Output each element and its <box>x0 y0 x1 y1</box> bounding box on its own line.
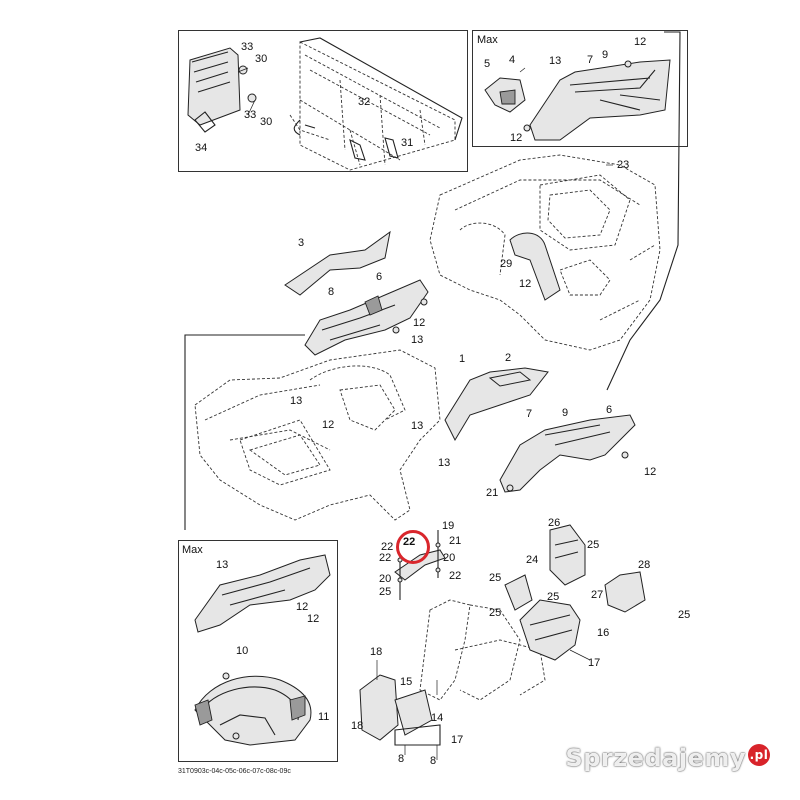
callout-13[interactable]: 7 <box>526 408 533 420</box>
bumper-bracket-18 <box>359 674 441 746</box>
storage-bin-34 <box>187 47 241 133</box>
callout-32[interactable]: 32 <box>358 96 371 108</box>
callout-21[interactable]: 22 <box>381 541 394 553</box>
callout-15[interactable]: 18 <box>351 720 364 732</box>
callout-25[interactable]: 26 <box>548 517 561 529</box>
callout-26[interactable]: 25 <box>587 539 600 551</box>
callout-18[interactable]: 14 <box>431 712 444 724</box>
callout-13[interactable]: 13 <box>549 55 562 67</box>
bracket-24 <box>604 571 646 613</box>
callout-22[interactable]: 21 <box>449 535 462 547</box>
highlight-circle <box>396 530 430 564</box>
callout-2[interactable]: 2 <box>505 352 512 364</box>
callout-13[interactable]: 12 <box>296 601 309 613</box>
detail-box-max-bottom <box>178 540 338 762</box>
bracket-19 <box>394 530 446 600</box>
callout-20[interactable]: 25 <box>379 586 392 598</box>
tray-10 <box>194 675 312 746</box>
front-fender <box>194 349 441 521</box>
callout-10[interactable]: 11 <box>318 711 330 723</box>
callout-23[interactable]: 23 <box>617 159 630 171</box>
callout-30[interactable]: 30 <box>255 53 268 65</box>
callout-25[interactable]: 25 <box>489 607 502 619</box>
panel-8 <box>304 279 429 356</box>
rear-fender <box>429 154 661 351</box>
watermark: Sprzedajemy.pl <box>565 744 770 772</box>
callout-20[interactable]: 22 <box>449 570 462 582</box>
callout-17[interactable]: 8 <box>430 755 437 767</box>
callout-12[interactable]: 12 <box>322 419 335 431</box>
callout-31[interactable]: 31 <box>401 137 414 149</box>
callout-5[interactable]: 5 <box>484 58 491 70</box>
callout-9[interactable]: 6 <box>606 404 613 416</box>
washer-33b-shape <box>247 93 257 103</box>
bracket-28 <box>504 574 533 611</box>
callout-8[interactable]: 13 <box>216 559 229 571</box>
callout-18[interactable]: 15 <box>400 676 413 688</box>
callout-12[interactable]: 10 <box>236 645 249 657</box>
max-side-panel-7 <box>529 59 671 141</box>
panel-2 <box>488 371 532 387</box>
max-leader-line <box>606 31 681 391</box>
callout-16[interactable]: 17 <box>588 657 601 669</box>
watermark-text: Sprzedajemy <box>565 744 746 772</box>
callout-13[interactable]: 13 <box>411 334 424 346</box>
callout-22[interactable]: 22 <box>379 552 392 564</box>
callout-13[interactable]: 13 <box>411 420 424 432</box>
panel-1 <box>444 367 549 442</box>
detail-box-max-top <box>472 30 688 147</box>
callout-17[interactable]: 18 <box>370 646 383 658</box>
watermark-dot-icon: .pl <box>748 744 770 766</box>
callout-6[interactable]: 12 <box>644 466 657 478</box>
diagram-code: 31T0903c-04c-05c-06c-07c-08c-09c <box>178 768 291 775</box>
frame-rack-assembly <box>289 37 463 171</box>
callout-27[interactable]: 25 <box>547 591 560 603</box>
callout-17[interactable]: 8 <box>398 753 405 765</box>
callout-7[interactable]: 9 <box>562 407 569 419</box>
callout-22[interactable]: 20 <box>379 573 392 585</box>
callout-14[interactable]: 17 <box>451 734 464 746</box>
callout-21[interactable]: 19 <box>442 520 455 532</box>
callout-30[interactable]: 30 <box>260 116 273 128</box>
skid-plate-27 <box>519 599 581 661</box>
callout-13[interactable]: 13 <box>438 457 451 469</box>
callout-25[interactable]: 16 <box>597 627 610 639</box>
inner-panel-29 <box>509 232 561 301</box>
callout-22[interactable]: 20 <box>443 552 456 564</box>
callout-9[interactable]: 9 <box>602 49 609 61</box>
callout-8[interactable]: 8 <box>328 286 335 298</box>
callout-33[interactable]: 33 <box>241 41 254 53</box>
callout-13[interactable]: 13 <box>290 395 303 407</box>
callout-33[interactable]: 33 <box>244 109 257 121</box>
callout-12[interactable]: 21 <box>486 487 499 499</box>
callout-6[interactable]: 6 <box>376 271 383 283</box>
callout-12[interactable]: 12 <box>510 132 523 144</box>
max-label-bottom: Max <box>182 544 203 556</box>
callout-25[interactable]: 24 <box>526 554 539 566</box>
callout-29[interactable]: 29 <box>500 258 513 270</box>
callout-12[interactable]: 12 <box>519 278 532 290</box>
callout-1[interactable]: 1 <box>459 353 466 365</box>
callout-19[interactable]: 22 <box>403 536 416 548</box>
callout-24[interactable]: 28 <box>638 559 651 571</box>
callout-3[interactable]: 3 <box>298 237 305 249</box>
callout-34[interactable]: 34 <box>195 142 208 154</box>
panel-3 <box>284 230 391 296</box>
callout-12[interactable]: 12 <box>634 36 647 48</box>
bracket-26 <box>549 524 586 586</box>
callout-4[interactable]: 4 <box>509 54 516 66</box>
callout-25[interactable]: 25 <box>678 609 691 621</box>
side-panel-7 <box>499 414 636 493</box>
callout-12[interactable]: 12 <box>413 317 426 329</box>
callout-7[interactable]: 7 <box>587 54 594 66</box>
max-label-top: Max <box>477 34 498 46</box>
max-panel-8 <box>194 554 331 633</box>
bracket-5 <box>484 77 526 113</box>
callout-12[interactable]: 12 <box>307 613 320 625</box>
detail-box-rack <box>178 30 468 172</box>
callout-25[interactable]: 27 <box>591 589 604 601</box>
callout-28[interactable]: 25 <box>489 572 502 584</box>
